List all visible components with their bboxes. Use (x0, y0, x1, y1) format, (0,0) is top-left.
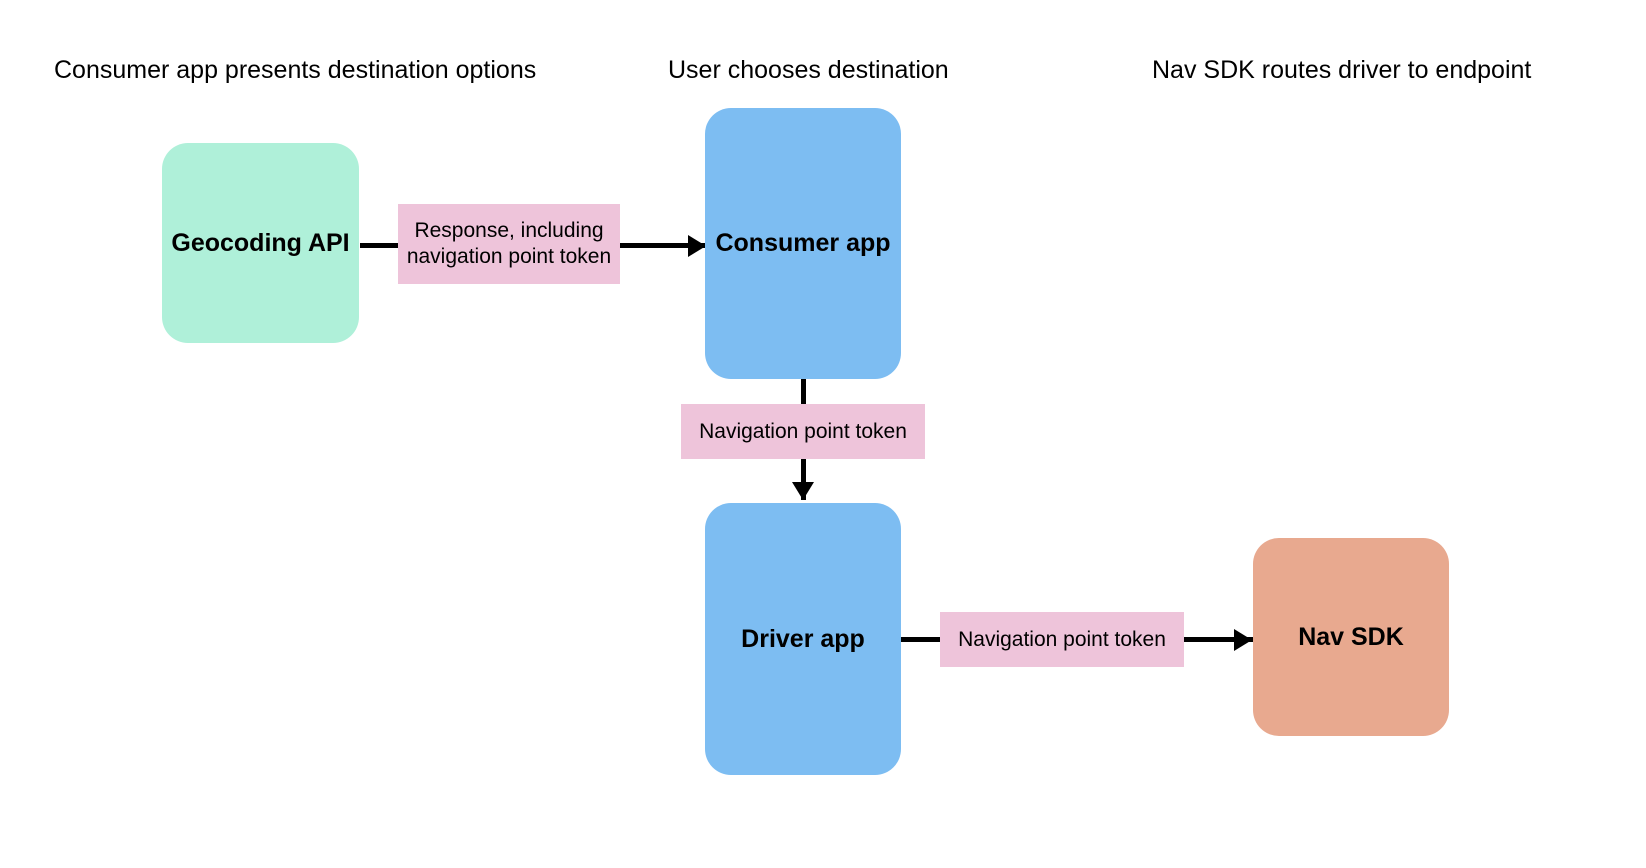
column-header-user-chooses-destination: User chooses destination (668, 56, 949, 84)
column-header-nav-sdk-routes-driver: Nav SDK routes driver to endpoint (1152, 56, 1532, 84)
node-driver-app-label: Driver app (741, 624, 865, 653)
edge-label-navigation-point-token-driver-navsdk: Navigation point token (940, 612, 1184, 667)
edge-label-driver-navsdk-text: Navigation point token (958, 627, 1166, 651)
edge-label-response-text: Response, including navigation point tok… (406, 219, 612, 268)
node-consumer-app-label: Consumer app (715, 229, 891, 257)
edge-label-navigation-point-token-consumer-driver: Navigation point token (681, 404, 925, 459)
arrowhead-geocoding-to-consumer-icon (688, 235, 706, 257)
node-geocoding-api[interactable]: Geocoding API (162, 143, 359, 343)
node-consumer-app[interactable]: Consumer app (705, 108, 901, 379)
edge-label-consumer-driver-text: Navigation point token (699, 419, 907, 443)
node-geocoding-api-label: Geocoding API (171, 228, 350, 257)
node-nav-sdk-label: Nav SDK (1298, 622, 1404, 651)
node-driver-app[interactable]: Driver app (705, 503, 901, 775)
arrowhead-consumer-to-driver-icon (792, 482, 814, 500)
column-header-consumer-app-presents: Consumer app presents destination option… (54, 56, 537, 84)
arrowhead-driver-to-navsdk-icon (1234, 629, 1252, 651)
edge-label-response-including-navigation-point-token: Response, including navigation point tok… (398, 204, 620, 284)
node-nav-sdk[interactable]: Nav SDK (1253, 538, 1449, 736)
